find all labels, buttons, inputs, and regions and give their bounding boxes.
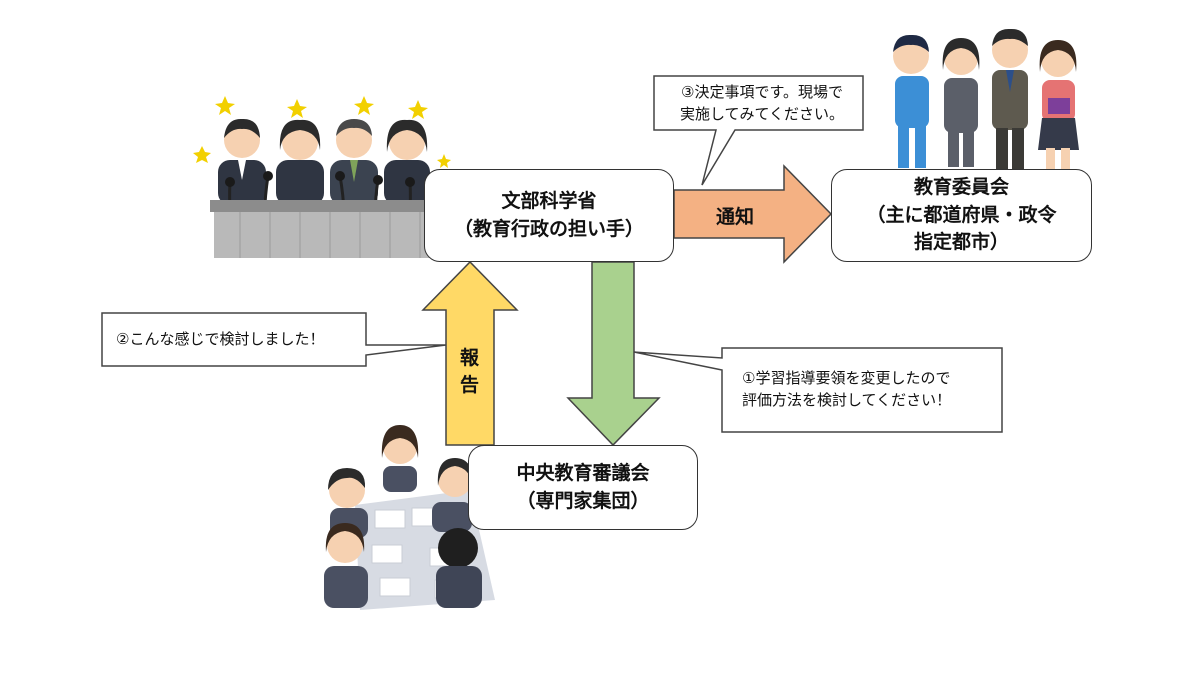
callout-step1-shape: [633, 347, 1003, 433]
mext-title: 文部科学省: [501, 189, 597, 212]
callout-step3-line1: ③決定事項です。現場で: [681, 83, 843, 101]
report-arrow-label-1: 報: [460, 347, 480, 369]
board-subtitle-2: 指定都市）: [913, 231, 1009, 254]
board-title: 教育委員会: [913, 176, 1009, 199]
press-conference-illustration: [193, 96, 451, 258]
mext-subtitle: （教育行政の担い手）: [453, 217, 644, 240]
board-subtitle-1: （主に都道府県・政令: [866, 203, 1057, 226]
request-arrow: [566, 261, 661, 447]
callout-step2: ②こんな感じで検討しました！: [116, 330, 325, 348]
notice-arrow-label: 通知: [716, 206, 755, 228]
callout-step3: ③決定事項です。現場で 実施してみてください。: [664, 82, 860, 126]
central-council-node: 中央教育審議会 （専門家集団）: [468, 445, 698, 530]
council-subtitle: （専門家集団）: [516, 489, 650, 512]
report-arrow: [421, 260, 519, 446]
callout-step1-line2: 評価方法を検討してください！: [742, 390, 952, 409]
callout-step1-line1: ①学習指導要領を変更したので: [742, 369, 951, 387]
report-arrow-label-2: 告: [460, 374, 480, 396]
teachers-illustration: [893, 28, 1079, 170]
meeting-illustration: [324, 425, 495, 610]
callout-step3-line2: 実施してみてください。: [679, 104, 845, 123]
callout-step2-shape: [101, 312, 447, 367]
callout-step3-shape: [653, 75, 864, 186]
council-title: 中央教育審議会: [516, 461, 650, 484]
notice-arrow: [673, 164, 833, 264]
callout-step1: ①学習指導要領を変更したので 評価方法を検討してください！: [742, 368, 951, 412]
mext-node: 文部科学省 （教育行政の担い手）: [424, 169, 674, 262]
board-of-education-node: 教育委員会 （主に都道府県・政令 指定都市）: [831, 169, 1092, 262]
